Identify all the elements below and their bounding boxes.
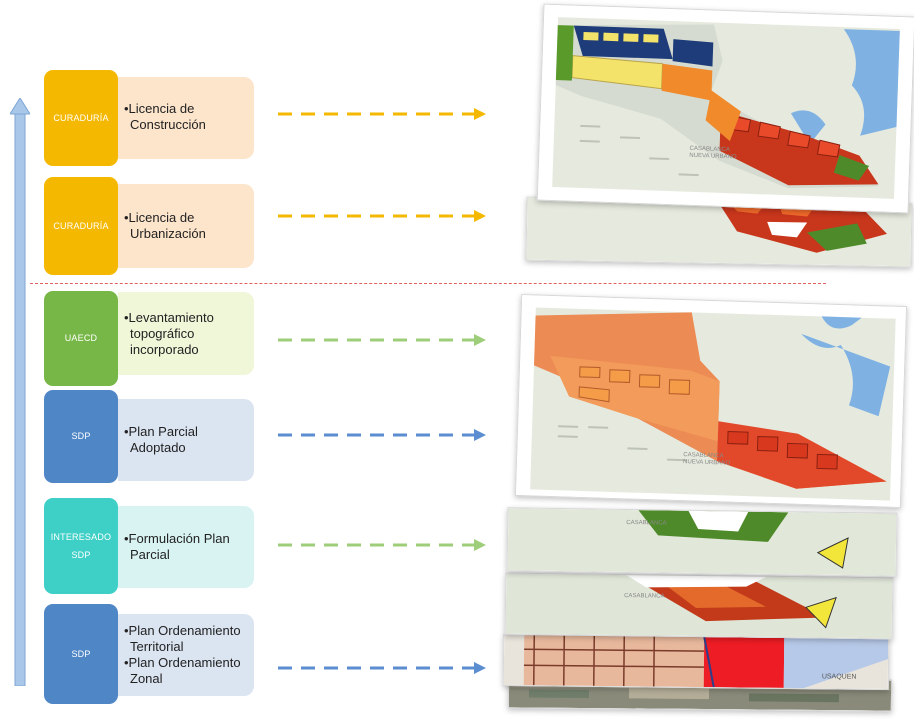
map-label-casablanca: CASABLANCA <box>689 146 730 153</box>
map-label-usaquen: USAQUEN <box>822 673 857 680</box>
stage-text-line: •Plan Ordenamiento <box>124 655 241 670</box>
stage-licencia-urbanizacion: •Licencia de Urbanización <box>118 184 254 268</box>
badge-line: INTERESADO <box>50 531 112 542</box>
stage-text-line: •Licencia de <box>124 101 195 116</box>
dashed-arrow-construccion <box>278 108 486 120</box>
dashed-arrow-formulacion <box>278 539 486 551</box>
dashed-arrow-levantamiento <box>278 334 486 346</box>
map-layer-formulacion: CASABLANCA <box>506 507 898 577</box>
stage-text-line: •Plan Ordenamiento <box>124 623 241 638</box>
badge-line: SDP <box>71 549 91 560</box>
stage-plan-ordenamiento: •Plan Ordenamiento Territorial •Plan Ord… <box>118 614 254 696</box>
stage-text-line: Territorial <box>130 639 184 654</box>
map-layer-construccion: CASABLANCA NUEVA URBANO <box>536 3 914 214</box>
map-label-casablanca: CASABLANCA <box>626 520 666 527</box>
stage-text-line: Urbanización <box>130 226 206 241</box>
map-layer-formulacion-2: CASABLANCA <box>504 572 894 640</box>
stage-levantamiento-topografico: •Levantamiento topográfico incorporado <box>118 292 254 375</box>
stage-text-line: •Plan Parcial <box>124 424 198 439</box>
badge-uaecd: UAECD <box>44 291 118 386</box>
stage-text-line: Parcial <box>130 547 170 562</box>
map-layer-plan-parcial: CASABLANCA NUEVA URBANO <box>514 293 908 509</box>
stage-text-line: incorporado <box>130 342 199 357</box>
stage-text-line: Zonal <box>130 671 163 686</box>
stage-licencia-construccion: •Licencia de Construcción <box>118 77 254 159</box>
badge-curaduria-urbanizacion: CURADURÍA <box>44 177 118 275</box>
stage-plan-parcial-adoptado: •Plan Parcial Adoptado <box>118 399 254 481</box>
stage-text-line: •Licencia de <box>124 210 195 225</box>
map-layer-pot-upz: USAQUEN <box>502 633 890 691</box>
map-label-casablanca: CASABLANCA <box>624 593 664 599</box>
badge-interesado-sdp: INTERESADO SDP <box>44 498 118 594</box>
badge-curaduria-construccion: CURADURÍA <box>44 70 118 166</box>
stage-formulacion-plan-parcial: •Formulación Plan Parcial <box>118 506 254 588</box>
stage-text-line: Adoptado <box>130 440 186 455</box>
dashed-arrow-urbanizacion <box>278 210 486 222</box>
phase-divider <box>30 283 826 284</box>
stage-text-line: topográfico <box>130 326 195 341</box>
map-label-nueva-urbano: NUEVA URBANO <box>689 153 737 161</box>
stage-text-line: Construcción <box>130 117 206 132</box>
timeline-up-arrow <box>10 98 30 686</box>
map-label-nueva-urbano: NUEVA URBANO <box>683 459 731 466</box>
stage-text-line: •Formulación Plan <box>124 531 230 546</box>
stage-text-line: •Levantamiento <box>124 310 214 325</box>
dashed-arrow-ordenamiento <box>278 662 486 674</box>
badge-sdp-plan-parcial: SDP <box>44 390 118 483</box>
dashed-arrow-plan-parcial <box>278 429 486 441</box>
map-label-casablanca: CASABLANCA <box>683 452 724 459</box>
badge-sdp-ordenamiento: SDP <box>44 604 118 704</box>
